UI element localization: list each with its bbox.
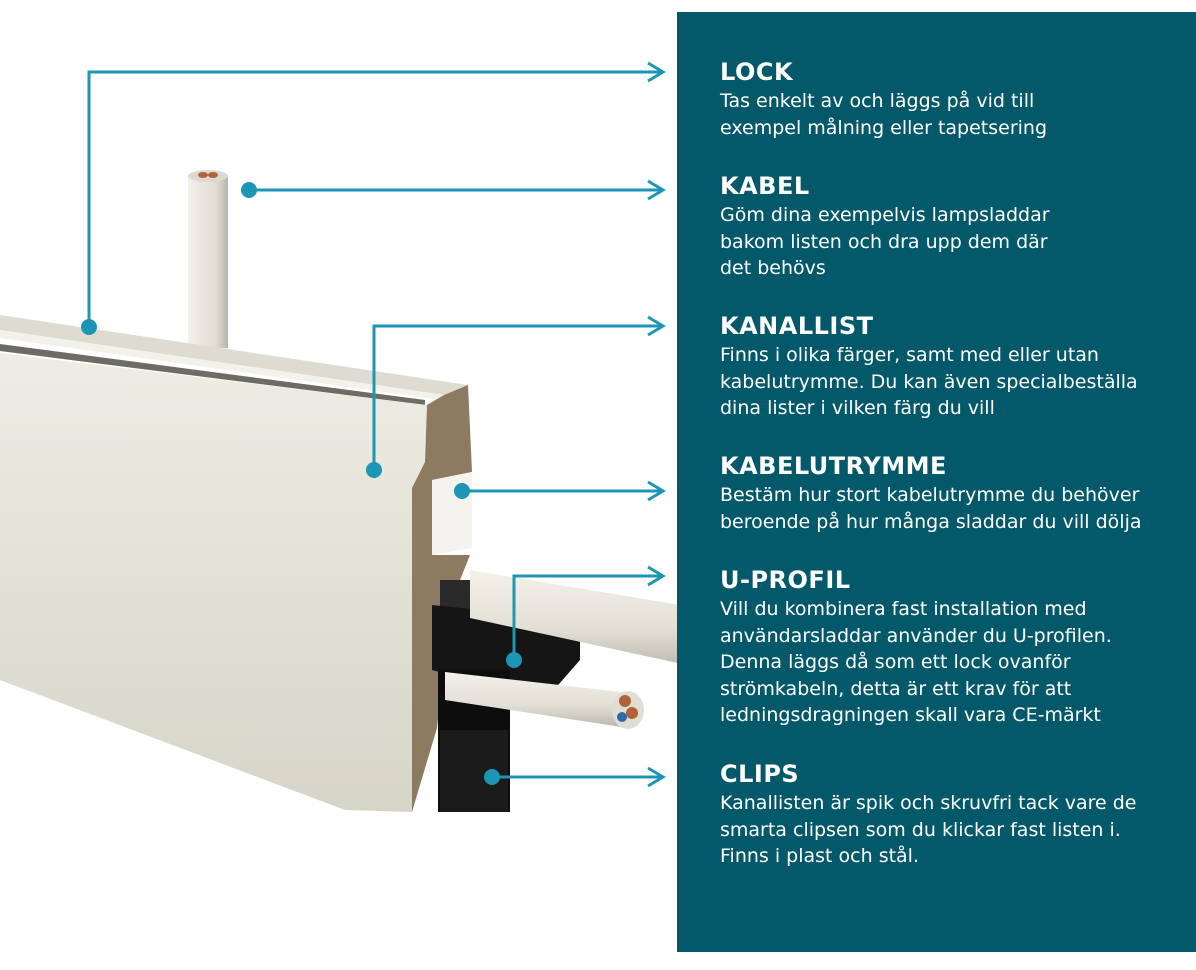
callout-title: KABELUTRYMME bbox=[720, 452, 947, 480]
callout-description: Finns i olika färger, samt med eller uta… bbox=[720, 344, 1138, 419]
callout-description: Tas enkelt av och läggs på vid till exem… bbox=[720, 90, 1048, 139]
callout-title: LOCK bbox=[720, 58, 794, 86]
callout-clips: CLIPS Kanallisten är spik och skruvfri t… bbox=[720, 760, 1190, 870]
arrowhead-kanallist bbox=[647, 315, 666, 337]
vertical-cable bbox=[188, 170, 228, 348]
callout-kanallist: KANALLIST Finns i olika färger, samt med… bbox=[720, 312, 1190, 422]
callout-line-u-profil bbox=[512, 574, 662, 660]
callout-dot-lock bbox=[81, 319, 97, 335]
callout-dot-kabelutrymme bbox=[454, 483, 470, 499]
callout-lock: LOCK Tas enkelt av och läggs på vid till… bbox=[720, 58, 1190, 141]
skirting-top-groove bbox=[0, 344, 425, 405]
callout-line-lock bbox=[87, 70, 662, 327]
callout-description: Bestäm hur stort kabelutrymme du behöver… bbox=[720, 484, 1142, 533]
callout-dot-clips bbox=[484, 769, 500, 785]
callout-dot-kanallist bbox=[366, 462, 382, 478]
callout-dot-kabel bbox=[241, 182, 257, 198]
callout-description: Kanallisten är spik och skruvfri tack va… bbox=[720, 792, 1137, 867]
callout-u-profil: U-PROFIL Vill du kombinera fast installa… bbox=[720, 566, 1190, 729]
callout-description: Göm dina exempelvis lampsladdar bakom li… bbox=[720, 204, 1050, 279]
skirting-top-lid bbox=[0, 315, 468, 395]
arrowhead-kabel bbox=[647, 179, 666, 201]
skirting-front-face bbox=[0, 353, 427, 812]
arrowhead-clips bbox=[647, 766, 666, 788]
callout-description: Vill du kombinera fast installation med … bbox=[720, 598, 1112, 726]
callout-arrowheads bbox=[647, 61, 666, 788]
callout-dots bbox=[81, 182, 522, 785]
arrowhead-kabelutrymme bbox=[647, 480, 666, 502]
callout-title: KANALLIST bbox=[720, 312, 874, 340]
round-cable-lower bbox=[445, 672, 644, 729]
callout-dot-u-profil bbox=[506, 652, 522, 668]
callout-title: U-PROFIL bbox=[720, 566, 851, 594]
arrowhead-u-profil bbox=[647, 565, 666, 587]
callout-line-kanallist bbox=[372, 324, 662, 470]
info-panel bbox=[677, 12, 1196, 952]
callout-lines bbox=[87, 70, 662, 779]
callout-kabel: KABEL Göm dina exempelvis lampsladdar ba… bbox=[720, 172, 1190, 282]
callout-title: CLIPS bbox=[720, 760, 800, 788]
callout-kabelutrymme: KABELUTRYMME Bestäm hur stort kabelutrym… bbox=[720, 452, 1190, 535]
callout-title: KABEL bbox=[720, 172, 810, 200]
arrowhead-lock bbox=[647, 61, 666, 83]
skirting-top-rim bbox=[0, 330, 444, 400]
